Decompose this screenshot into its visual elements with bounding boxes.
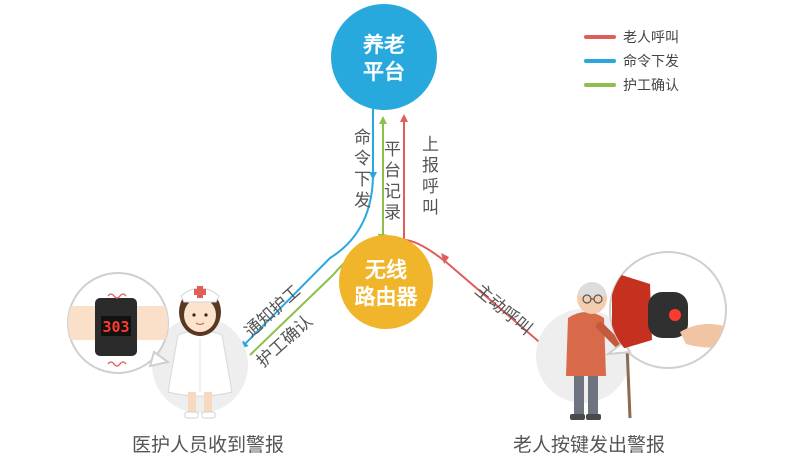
legend: 老人呼叫 命令下发 护工确认: [584, 30, 679, 94]
legend-label-command: 命令下发: [623, 53, 679, 70]
platform-label-line1: 养老: [362, 33, 405, 57]
caption-elderly: 老人按键发出警报: [513, 434, 665, 456]
pager-number: 303: [102, 318, 129, 336]
router-node: 无线 路由器: [339, 235, 433, 329]
flow-label-report-call: 上报呼叫: [418, 135, 439, 219]
elderly-call-arrowhead: [441, 253, 449, 264]
platform-label-line2: 平台: [363, 60, 405, 84]
legend-item-elderly-call: 老人呼叫: [584, 30, 679, 46]
legend-item-nurse-confirm: 护工确认: [584, 78, 679, 94]
router-circle: [339, 235, 433, 329]
elderly-man-with-cane-icon: [536, 282, 634, 420]
flow-label-active-call: 主动呼叫: [471, 281, 536, 340]
platform-circle: [331, 4, 437, 110]
legend-label-nurse-confirm: 护工确认: [623, 78, 679, 94]
flow-label-command-issue: 命令下发: [350, 128, 371, 212]
platform-node: 养老 平台: [331, 4, 437, 110]
nurse-figure-icon: [152, 286, 248, 419]
wristband-pager-icon: 303: [67, 272, 171, 374]
legend-label-elderly-call: 老人呼叫: [623, 30, 679, 46]
router-label-line2: 路由器: [355, 285, 419, 309]
flow-label-platform-record: 平台记录: [380, 140, 401, 224]
legend-item-command: 命令下发: [584, 53, 679, 70]
router-label-line1: 无线: [365, 258, 407, 282]
caption-nurse: 医护人员收到警报: [132, 434, 284, 456]
call-button-icon: [604, 251, 727, 369]
notify-nurse-curve: [240, 175, 374, 349]
vertical-connectors: [369, 108, 408, 240]
